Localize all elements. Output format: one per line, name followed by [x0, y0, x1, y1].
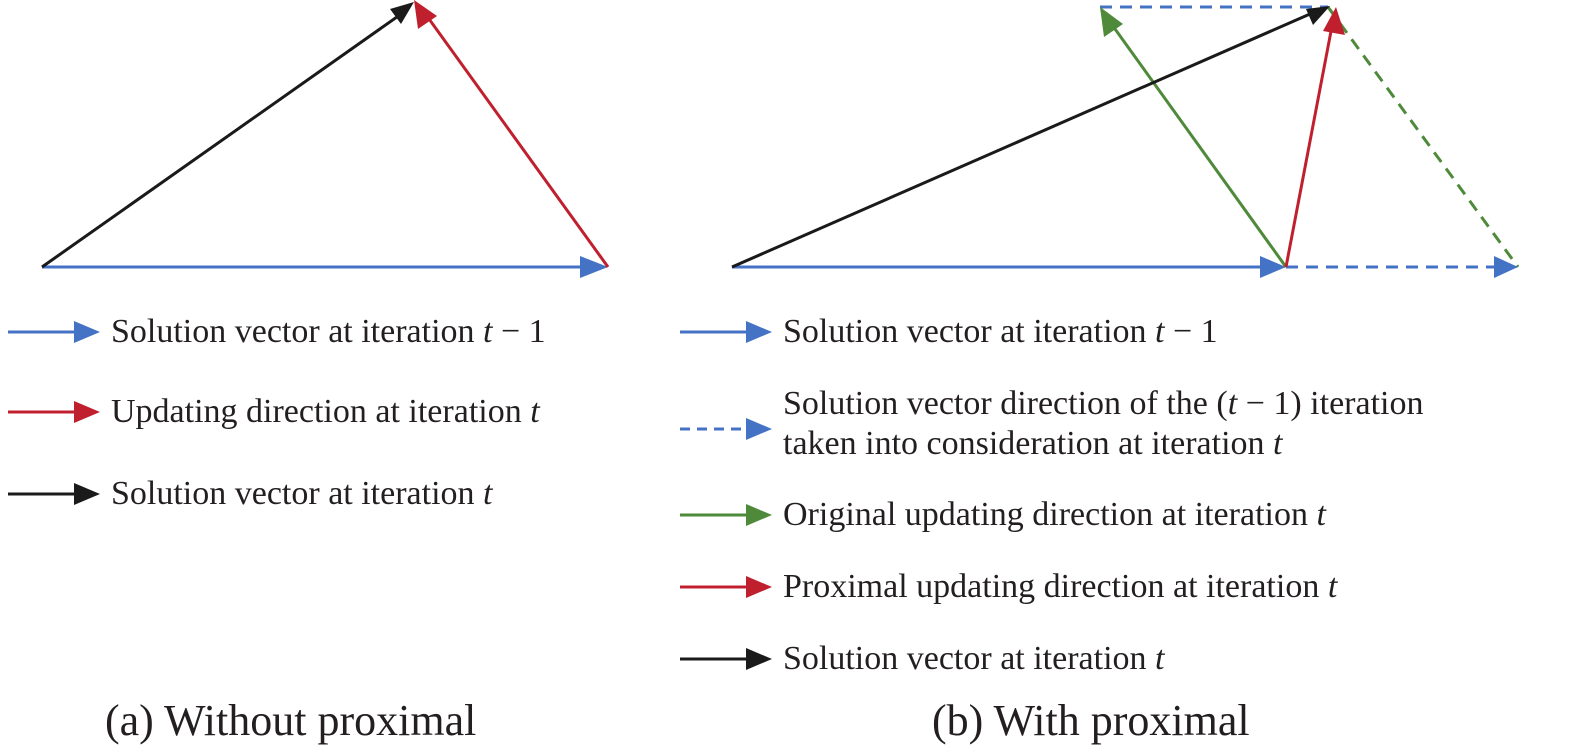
panel-a-vectors: [41, 0, 610, 278]
panel-b-green-arrowhead: [1100, 7, 1123, 37]
panel-b-green-original-vector: [1108, 21, 1288, 268]
panel-b-blue-arrowhead: [1260, 256, 1286, 278]
legend-variable: t: [1316, 496, 1326, 533]
panel_b-legend-item: Solution vector at iteration t: [680, 639, 1164, 679]
panel-b-red-arrowhead: [1323, 7, 1345, 35]
arrow-icon: [680, 648, 772, 670]
legend-text-part: − 1) iteration: [1237, 385, 1424, 422]
legend-label: Updating direction at iteration t: [111, 392, 540, 432]
legend-label: Solution vector at iteration t − 1: [783, 312, 1218, 352]
panel_b-legend-item: Solution vector at iteration t − 1: [680, 312, 1218, 352]
legend-text-part: Solution vector direction of the (: [783, 385, 1228, 422]
panel-a-red-arrowhead: [414, 0, 437, 29]
panel_b-legend-item: Solution vector direction of the (t − 1)…: [680, 384, 1423, 464]
arrow-icon: [8, 321, 100, 343]
legend-variable: t: [1227, 385, 1238, 422]
legend-label: Solution vector direction of the (t − 1)…: [783, 384, 1423, 464]
legend-text-part: − 1: [492, 313, 546, 350]
legend-text-part: Solution vector at iteration: [783, 640, 1156, 677]
panel-b-dashed-green-line: [1326, 6, 1520, 268]
arrow-icon: [8, 401, 100, 423]
legend-variable: t: [483, 313, 493, 350]
arrow-icon: [680, 504, 772, 526]
panel-b-red-proximal-vector: [1284, 25, 1334, 268]
panel-b-black-arrowhead: [1306, 6, 1330, 25]
arrow-icon: [680, 321, 772, 343]
legend-text-part: − 1: [1164, 313, 1218, 350]
panel-b-vectors: [731, 5, 1520, 278]
legend-variable: t: [1155, 640, 1165, 677]
panel-a-blue-arrowhead: [580, 256, 608, 278]
panel-b-dashed-blue-arrowhead: [1494, 256, 1518, 278]
legend-label: Original updating direction at iteration…: [783, 495, 1326, 535]
legend-text-part: Proximal updating direction at iteration: [783, 568, 1328, 605]
panel-a-black-solution-vector: [41, 10, 405, 269]
dashed-arrow-icon: [680, 418, 772, 440]
legend-text-part: Updating direction at iteration: [111, 393, 531, 430]
legend-variable: t: [1273, 425, 1283, 462]
legend-text-part: Solution vector at iteration: [783, 313, 1156, 350]
panel-a-caption: (a) Without proximal: [105, 696, 477, 745]
legend-label: Solution vector at iteration t: [783, 639, 1164, 679]
legend-label: Solution vector at iteration t − 1: [111, 312, 546, 352]
legend-label: Proximal updating direction at iteration…: [783, 567, 1337, 607]
legend-text-part: Original updating direction at iteration: [783, 496, 1317, 533]
panel_a-legend-item: Solution vector at iteration t: [8, 474, 492, 514]
panel-a-red-updating-vector: [422, 11, 610, 268]
legend-variable: t: [483, 475, 493, 512]
panel-a-black-arrowhead: [390, 2, 414, 24]
panel_a-legend-item: Solution vector at iteration t − 1: [8, 312, 546, 352]
legend-variable: t: [1155, 313, 1165, 350]
panel_a-legend-item: Updating direction at iteration t: [8, 392, 540, 432]
legend-variable: t: [1327, 568, 1338, 605]
legend-text-part: taken into consideration at iteration: [783, 425, 1274, 462]
arrow-icon: [8, 483, 100, 505]
panel_b-legend-item: Original updating direction at iteration…: [680, 495, 1326, 535]
legend-label: Solution vector at iteration t: [111, 474, 492, 514]
panel-b-black-solution-vector: [731, 12, 1311, 269]
legend-variable: t: [530, 393, 540, 430]
panel-b-caption: (b) With proximal: [932, 696, 1250, 745]
arrow-icon: [680, 576, 772, 598]
legend-text-part: Solution vector at iteration: [111, 475, 484, 512]
legend-text-part: Solution vector at iteration: [111, 313, 484, 350]
panel_b-legend-item: Proximal updating direction at iteration…: [680, 567, 1337, 607]
